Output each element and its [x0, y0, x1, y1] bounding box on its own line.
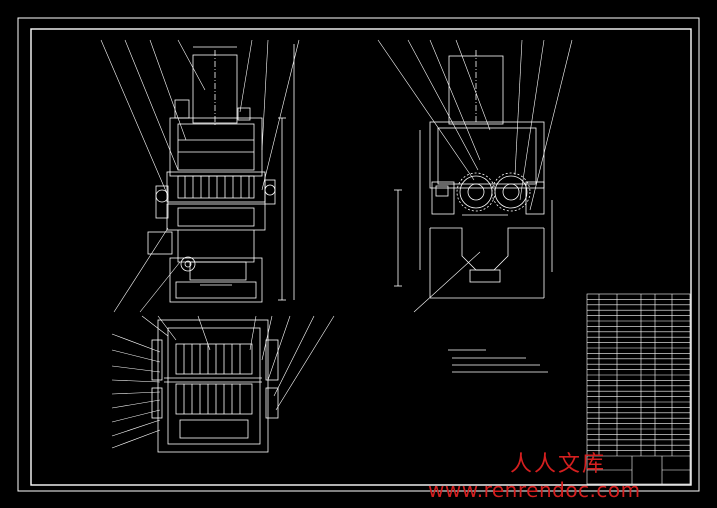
watermark-brand: 人人文库	[510, 452, 607, 477]
watermark-url: www.renrendoc.com	[428, 478, 641, 502]
side-view-leaders	[377, 39, 573, 313]
sheet-frame	[17, 17, 700, 492]
parts-list-table	[586, 293, 691, 485]
top-view-leaders	[111, 315, 335, 449]
side-view	[394, 50, 553, 299]
front-view-leaders	[100, 39, 300, 313]
technical-notes	[448, 349, 548, 373]
top-view	[151, 319, 279, 453]
